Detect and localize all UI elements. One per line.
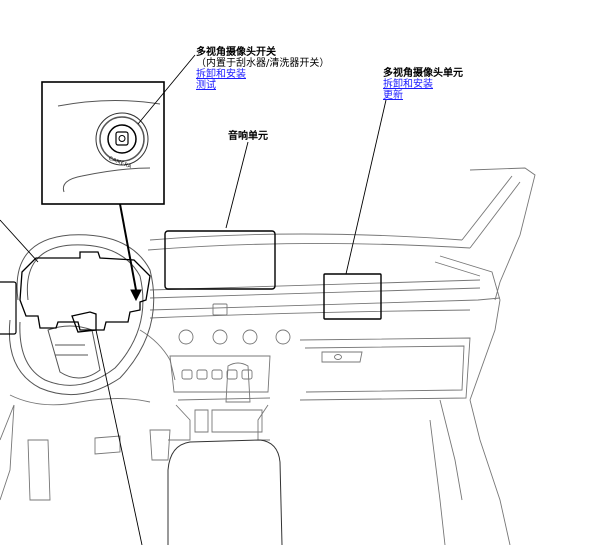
camera-switch-inset [41,81,165,205]
footwell [0,394,171,501]
camera-unit-callout: 多视角摄像头单元 拆卸和安装 更新 [383,68,463,101]
left-display [0,281,17,335]
audio-unit [164,230,276,290]
instrument-cluster [19,251,151,333]
dashboard-contour [139,279,501,401]
camera-switch-test-link[interactable]: 测试 [196,80,216,91]
camera-unit-update-link[interactable]: 更新 [383,90,403,101]
camera-switch-note: （内置于刮水器/清洗器开关） [196,58,330,69]
center-console [167,439,283,545]
camera-icon [115,131,129,146]
camera-unit-title: 多视角摄像头单元 [383,68,463,79]
camera-switch-callout: 多视角摄像头开关 （内置于刮水器/清洗器开关） 拆卸和安装 测试 [196,47,329,91]
steering-wheel [8,234,155,396]
body-outline [147,167,536,545]
camera-unit [323,273,382,320]
camera-switch-title: 多视角摄像头开关 [196,47,276,58]
audio-unit-title: 音响单元 [228,131,268,142]
inset-pointer [119,203,137,291]
camera-switch-removal-link[interactable]: 拆卸和安装 [196,69,246,80]
center-controls [168,303,291,441]
leader-lines [0,54,387,545]
inset-arrowhead [130,289,142,302]
camera-unit-removal-link[interactable]: 拆卸和安装 [383,79,433,90]
audio-unit-callout: 音响单元 [228,131,268,142]
